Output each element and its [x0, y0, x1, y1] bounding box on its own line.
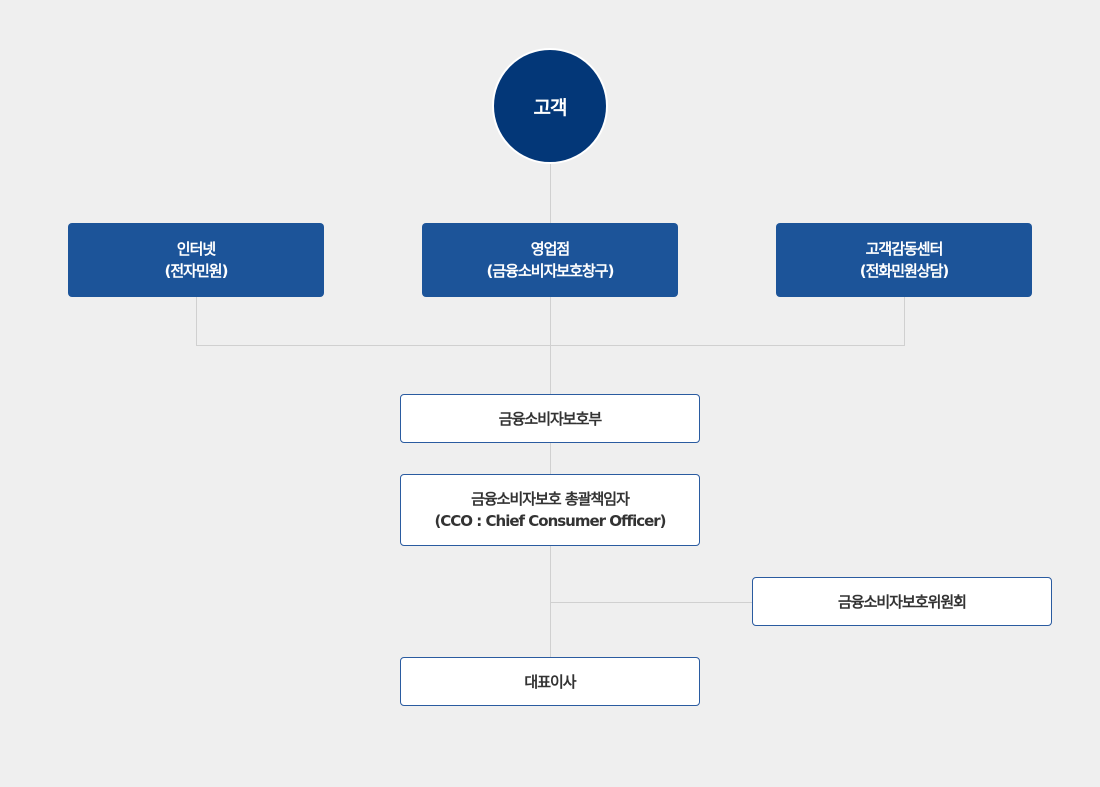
- ceo-label: 대표이사: [524, 672, 576, 691]
- ceo-node: 대표이사: [400, 657, 700, 706]
- channel-title: 영업점: [530, 240, 570, 258]
- channel-internet: 인터넷 (전자민원): [68, 223, 324, 297]
- channel-subtitle: (금융소비자보호창구): [486, 262, 615, 280]
- connector-internet: [196, 297, 197, 345]
- cco-node: 금융소비자보호 총괄책임자 (CCO : Chief Consumer Offi…: [400, 474, 700, 546]
- connector-committee: [550, 602, 752, 603]
- channel-branch: 영업점 (금융소비자보호창구): [422, 223, 678, 297]
- channel-title: 고객감동센터: [865, 240, 944, 258]
- channel-subtitle: (전자민원): [164, 262, 229, 280]
- channel-call-center: 고객감동센터 (전화민원상담): [776, 223, 1032, 297]
- customer-node: 고객: [492, 48, 608, 164]
- connector-callcenter: [904, 297, 905, 345]
- cco-title: 금융소비자보호 총괄책임자: [471, 490, 630, 508]
- channel-subtitle: (전화민원상담): [859, 262, 950, 280]
- committee-label: 금융소비자보호위원회: [837, 592, 967, 611]
- consumer-protection-committee: 금융소비자보호위원회: [752, 577, 1052, 626]
- department-label: 금융소비자보호부: [498, 409, 602, 428]
- cco-subtitle: (CCO : Chief Consumer Officer): [434, 512, 666, 530]
- customer-label: 고객: [533, 96, 568, 119]
- consumer-protection-department: 금융소비자보호부: [400, 394, 700, 443]
- channel-title: 인터넷: [176, 240, 216, 258]
- connector-channels-horizontal: [196, 345, 905, 346]
